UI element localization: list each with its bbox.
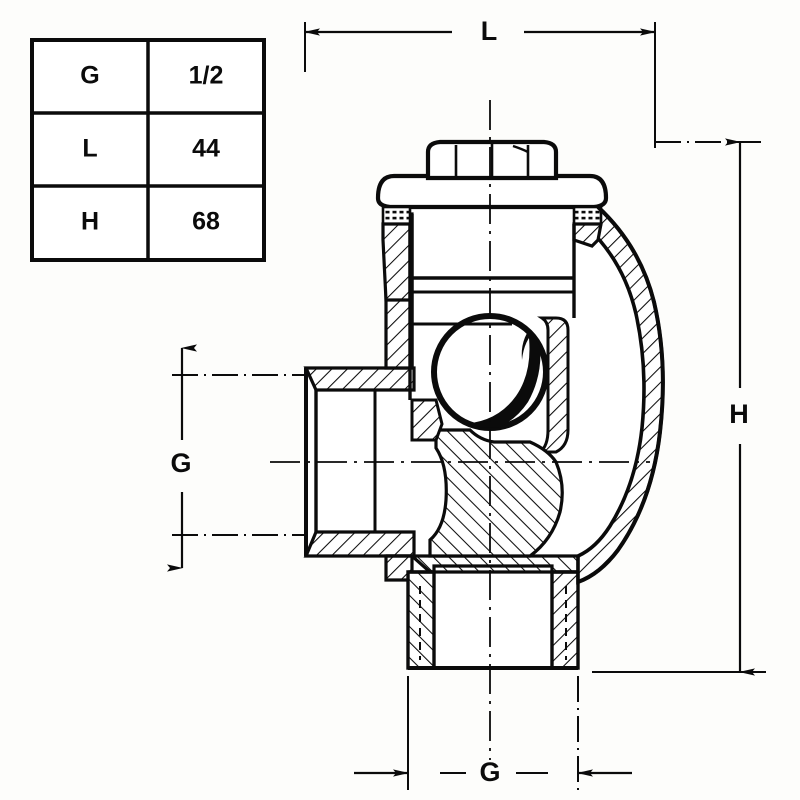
table-cell-value: 1/2 <box>189 62 224 90</box>
table-cell-symbol: H <box>81 208 99 236</box>
outlet-shoulder <box>408 564 578 574</box>
table-row: G 1/2 <box>80 62 223 90</box>
upper-thread-left <box>381 205 412 226</box>
table-cell-symbol: G <box>80 62 99 90</box>
dimension-port-bottom: G <box>354 676 632 790</box>
dimension-table: G 1/2 L 44 H 68 <box>30 38 266 262</box>
table-cell-symbol: L <box>82 135 97 163</box>
inlet-port-top-wall <box>303 366 416 392</box>
dimension-length: L <box>304 16 656 148</box>
dimension-label-H: H <box>729 399 749 429</box>
inlet-port-bottom-wall <box>303 530 416 558</box>
dimension-label-G-bottom: G <box>479 757 500 787</box>
valve-body <box>303 139 665 670</box>
upper-left-wall <box>381 222 412 302</box>
dimension-label-L: L <box>481 16 498 46</box>
dimension-label-G-side: G <box>170 448 191 478</box>
table-row: L 44 <box>82 135 220 163</box>
table-row: H 68 <box>81 208 220 236</box>
bonnet-flange <box>375 173 609 210</box>
upper-thread-right <box>572 205 603 226</box>
upper-right-wall <box>572 222 603 248</box>
body-outer-right-edge <box>577 205 665 584</box>
hex-chamfer-arc <box>512 144 529 154</box>
table-cell-value: 44 <box>192 135 220 163</box>
dimension-height: H <box>592 138 766 676</box>
ball-seat <box>428 428 564 558</box>
dimension-port-side: G <box>167 344 308 572</box>
table-cell-value: 68 <box>192 208 220 236</box>
seat-lip-left <box>410 398 444 442</box>
